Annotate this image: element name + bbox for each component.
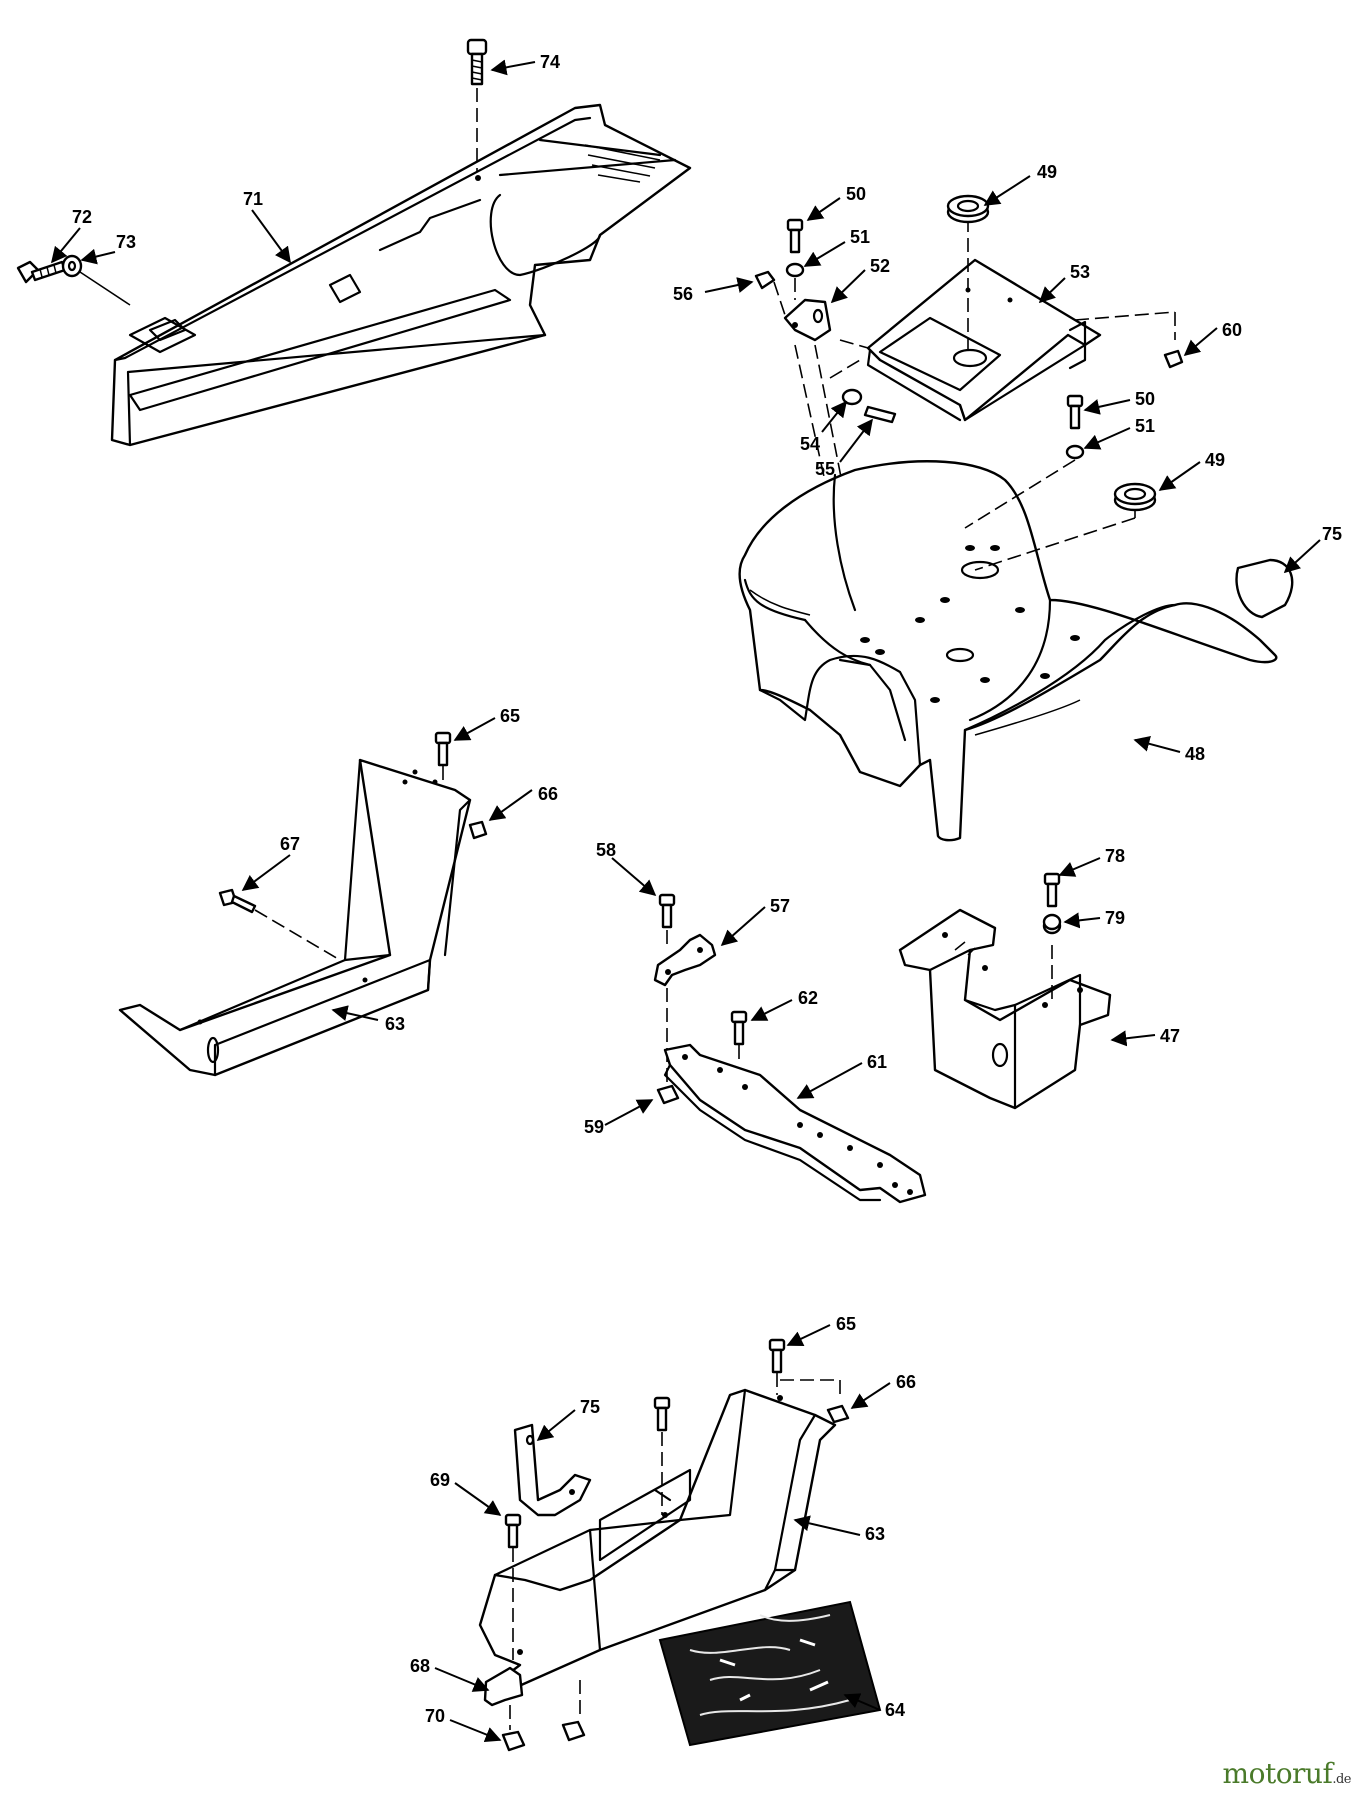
label-62: 62	[798, 988, 818, 1008]
label-71: 71	[243, 189, 263, 209]
label-54: 54	[800, 434, 820, 454]
part-69-bolt	[504, 1513, 522, 1660]
part-63-footrest-right	[478, 1379, 841, 1720]
part-49-grommet-fender	[1113, 482, 1157, 512]
label-72: 72	[72, 207, 92, 227]
label-47: 47	[1160, 1026, 1180, 1046]
label-58: 58	[596, 840, 616, 860]
label-73: 73	[116, 232, 136, 252]
part-78-bolt	[1043, 872, 1061, 908]
label-51-fender: 51	[1135, 416, 1155, 436]
part-79-nut	[1042, 913, 1062, 935]
label-53: 53	[1070, 262, 1090, 282]
leader-lines	[50, 59, 1321, 1743]
label-52: 52	[870, 256, 890, 276]
part-48-fender	[738, 460, 1278, 842]
label-65-left: 65	[500, 706, 520, 726]
label-59: 59	[584, 1117, 604, 1137]
part-71-chassis-cover	[110, 103, 692, 447]
part-66-nut-right	[826, 1404, 850, 1424]
part-68-clamp	[483, 1666, 524, 1730]
label-66-left: 66	[538, 784, 558, 804]
label-63-right: 63	[865, 1524, 885, 1544]
part-65-bolt-left	[434, 731, 452, 785]
part-47-bracket	[898, 908, 1112, 1110]
part-55-bolt	[829, 359, 897, 424]
label-79: 79	[1105, 908, 1125, 928]
part-50-bolt-top	[786, 218, 804, 254]
label-50-fender: 50	[1135, 389, 1155, 409]
callout-labels: 74 71 72 73 50 49 51 52 56 53 60 54 55 5…	[72, 52, 1342, 1726]
label-49-top: 49	[1037, 162, 1057, 182]
part-56-nut	[754, 270, 787, 319]
part-61-bar	[663, 1043, 927, 1204]
part-75-bracket	[513, 1423, 592, 1517]
label-66-right: 66	[896, 1372, 916, 1392]
label-61: 61	[867, 1052, 887, 1072]
watermark-name: motoruf	[1222, 1757, 1333, 1790]
part-64-mat	[658, 1600, 882, 1747]
part-72-bolt	[16, 260, 67, 284]
part-63-footrest-left	[118, 758, 472, 1077]
label-75-bracket: 75	[580, 1397, 600, 1417]
label-50-top: 50	[846, 184, 866, 204]
label-55: 55	[815, 459, 835, 479]
label-48: 48	[1185, 744, 1205, 764]
label-74: 74	[540, 52, 560, 72]
part-49-grommet-top	[946, 194, 990, 224]
part-53-seat-bracket	[839, 218, 1176, 422]
label-65-right: 65	[836, 1314, 856, 1334]
label-56: 56	[673, 284, 693, 304]
label-57: 57	[770, 896, 790, 916]
part-51-washer-top	[785, 262, 805, 300]
part-59-nut	[656, 1084, 680, 1105]
part-67-bolt-left	[218, 888, 257, 914]
label-67: 67	[280, 834, 300, 854]
part-bolt-middle	[653, 1396, 671, 1515]
label-64: 64	[885, 1700, 905, 1720]
part-51-washer-fender	[964, 444, 1085, 529]
part-62-bolt	[730, 1010, 748, 1065]
label-63-left: 63	[385, 1014, 405, 1034]
watermark-suffix: .de	[1332, 1772, 1351, 1787]
label-51-top: 51	[850, 227, 870, 247]
part-65-bolt-right	[768, 1338, 786, 1395]
part-70-nut	[501, 1730, 526, 1752]
label-69: 69	[430, 1470, 450, 1490]
part-52-clip	[783, 298, 832, 342]
part-74-bolt	[466, 38, 488, 172]
part-58-bolt	[658, 893, 676, 950]
label-68: 68	[410, 1656, 430, 1676]
part-54-spacer	[841, 388, 863, 406]
part-66-nut-left	[468, 820, 488, 840]
label-78: 78	[1105, 846, 1125, 866]
part-60-nut	[1163, 349, 1184, 369]
label-70: 70	[425, 1706, 445, 1726]
label-60: 60	[1222, 320, 1242, 340]
label-75-reflector: 75	[1322, 524, 1342, 544]
part-nut-bottom	[561, 1720, 586, 1742]
part-50-bolt-fender	[1066, 394, 1084, 430]
watermark-logo: motoruf.de	[1222, 1757, 1352, 1790]
label-49-fender: 49	[1205, 450, 1225, 470]
part-73-washer	[61, 254, 131, 306]
part-75-reflector	[1235, 558, 1294, 619]
